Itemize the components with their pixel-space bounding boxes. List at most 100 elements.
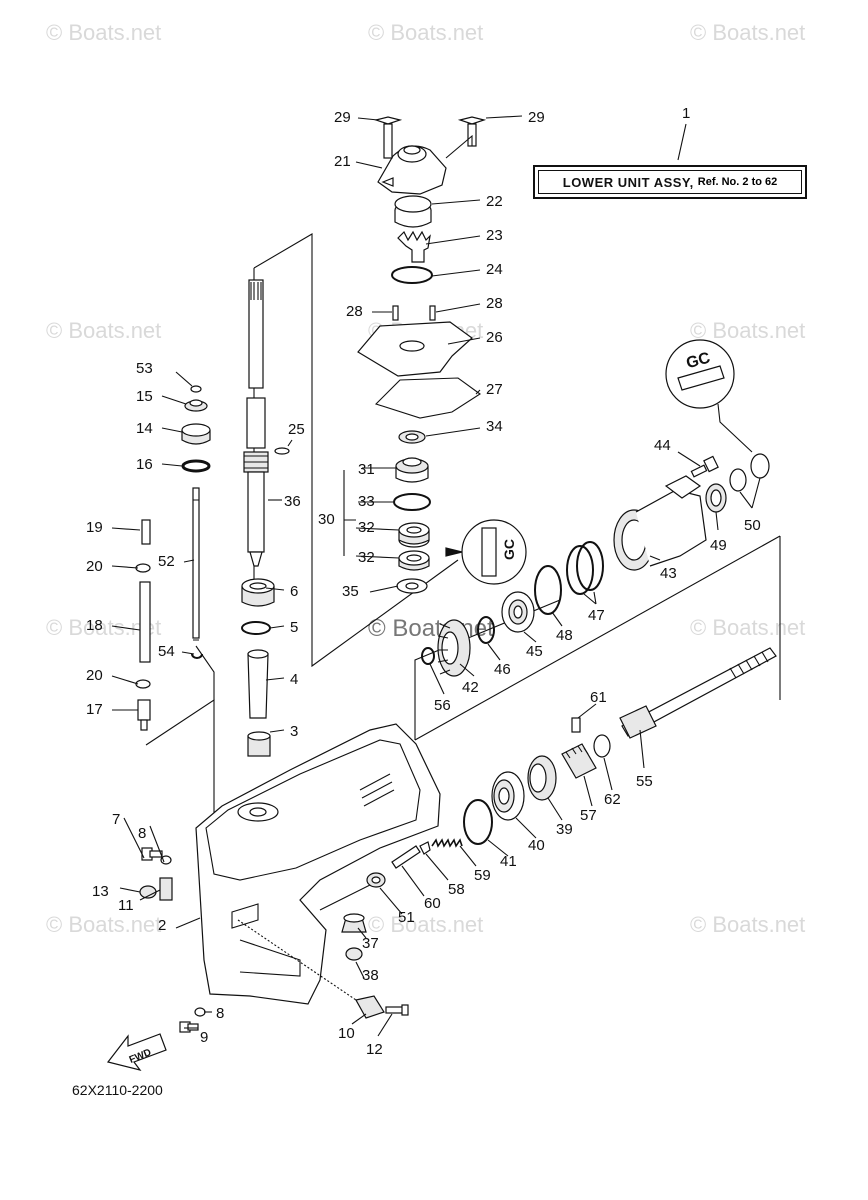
part-plate-26	[357, 321, 473, 377]
part-plate-11	[159, 877, 173, 901]
label-10: 10	[338, 1025, 355, 1042]
part-clip-54	[191, 653, 203, 659]
label-60: 60	[424, 895, 441, 912]
part-plunger-60	[391, 845, 421, 869]
part-gear-39	[527, 755, 557, 801]
part-spring-59	[431, 838, 463, 848]
part-bearing-45	[501, 591, 535, 633]
label-13: 13	[92, 883, 109, 900]
label-47a: 47	[588, 607, 605, 624]
leader-lines	[111, 115, 761, 1037]
part-driveshaft-36	[243, 279, 269, 567]
label-40: 40	[528, 837, 545, 854]
label-9: 9	[200, 1029, 208, 1046]
label-52: 52	[158, 553, 175, 570]
part-impeller-23	[397, 230, 431, 263]
label-34: 34	[486, 418, 503, 435]
part-pin-25	[274, 447, 290, 455]
part-slider-58	[419, 841, 431, 855]
part-pinion-37	[341, 913, 367, 933]
part-pin-28a	[392, 305, 399, 321]
part-seal-34	[398, 430, 426, 444]
label-18: 18	[86, 617, 103, 634]
part-pin-61	[571, 717, 581, 733]
label-14: 14	[136, 420, 153, 437]
watermark: © Boats.net	[46, 912, 162, 937]
watermark: © Boats.net	[690, 615, 806, 640]
part-insert-22	[394, 195, 432, 228]
watermark: © Boats.net	[690, 912, 806, 937]
tool-callout-center: GC	[445, 519, 527, 585]
label-54: 54	[158, 643, 175, 660]
part-number-labels: 1 2 3 4 5 6 7 8 8 9 10 11 12 13 14 15 16…	[86, 105, 761, 1058]
part-ring-53	[190, 385, 202, 393]
label-5: 5	[290, 619, 298, 636]
part-propshaft-55	[619, 647, 777, 739]
label-59: 59	[474, 867, 491, 884]
part-oring-47a	[566, 545, 594, 595]
label-33: 33	[358, 493, 375, 510]
part-thrust-46	[477, 616, 495, 644]
label-32b: 32	[358, 549, 375, 566]
diagram-code: 62X2110-2200	[72, 1082, 163, 1098]
label-22: 22	[486, 193, 503, 210]
part-spring-62	[593, 734, 611, 758]
label-41: 41	[500, 853, 517, 870]
part-cap-51	[366, 872, 386, 888]
assembly-box: LOWER UNIT ASSY, Ref. No. 2 to 62	[533, 165, 807, 199]
label-55: 55	[636, 773, 653, 790]
label-23: 23	[486, 227, 503, 244]
label-16: 16	[136, 456, 153, 473]
part-rod-52	[192, 487, 200, 641]
part-clip-20b	[135, 679, 151, 689]
part-bearing-3	[247, 731, 271, 757]
label-8a: 8	[138, 825, 146, 842]
watermark: © Boats.net	[690, 20, 806, 45]
watermark: © Boats.net	[368, 20, 484, 45]
part-oring-16	[181, 459, 211, 473]
part-oring-48	[534, 565, 562, 615]
label-48: 48	[556, 627, 573, 644]
label-24: 24	[486, 261, 503, 278]
part-pump-housing	[377, 145, 447, 195]
label-1: 1	[682, 105, 690, 122]
label-3: 3	[290, 723, 298, 740]
fwd-arrow: FWD	[106, 1033, 167, 1071]
part-bolt-29b	[445, 116, 487, 159]
label-28a: 28	[346, 303, 363, 320]
part-washer-8b	[194, 1007, 206, 1017]
part-bolt-9	[179, 1021, 199, 1033]
part-bearing-32a	[398, 522, 430, 548]
label-38: 38	[362, 967, 379, 984]
label-53: 53	[136, 360, 153, 377]
part-bearing-49	[705, 483, 727, 513]
label-50a: 50	[744, 517, 761, 534]
part-bolt-44	[690, 455, 719, 478]
part-gasket-24	[391, 266, 433, 284]
label-20b: 20	[86, 667, 103, 684]
part-cap-43	[613, 475, 707, 571]
label-61: 61	[590, 689, 607, 706]
label-56: 56	[434, 697, 451, 714]
label-39: 39	[556, 821, 573, 838]
label-15: 15	[136, 388, 153, 405]
part-cap-15	[184, 399, 208, 412]
assembly-ref: Ref. No. 2 to 62	[697, 176, 778, 188]
label-35: 35	[342, 583, 359, 600]
watermark: © Boats.net	[368, 912, 484, 937]
part-rod-18	[139, 581, 151, 663]
label-62: 62	[604, 791, 621, 808]
label-20a: 20	[86, 558, 103, 575]
watermark: © Boats.net	[690, 318, 806, 343]
label-37: 37	[362, 935, 379, 952]
part-gear-42	[437, 619, 471, 677]
label-28b: 28	[486, 295, 503, 312]
label-17: 17	[86, 701, 103, 718]
part-washer-56	[421, 647, 435, 665]
part-gasket-27	[374, 377, 481, 419]
label-30: 30	[318, 511, 335, 528]
tool-callout-right: GC	[665, 339, 753, 453]
part-oring-5	[241, 621, 271, 635]
